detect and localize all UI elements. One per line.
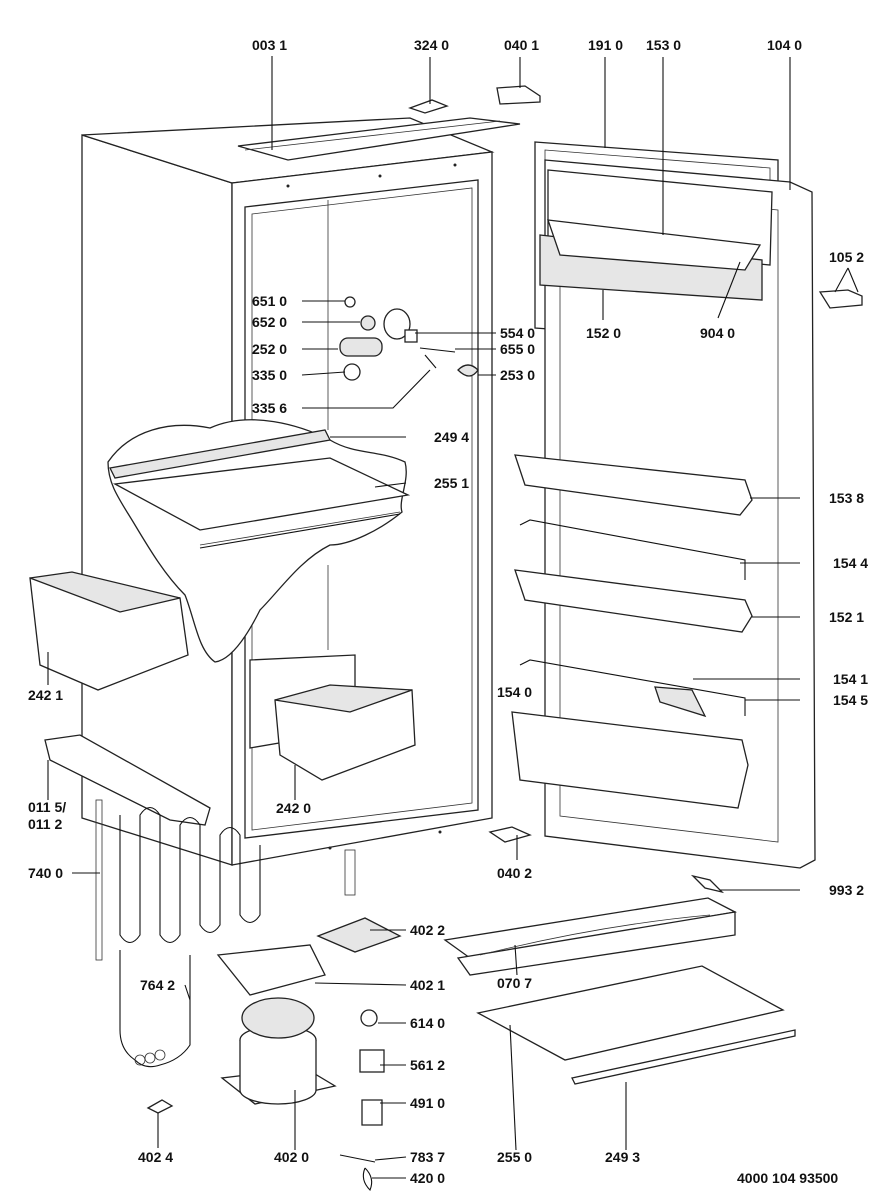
part-label-252-0: 252 0 [252,341,287,357]
electrical-components [146,874,725,1191]
part-label-153-8: 153 8 [829,490,864,506]
part-label-554-0: 554 0 [500,325,535,341]
part-label-242-1: 242 1 [28,687,63,703]
part-label-420-0: 420 0 [410,1170,445,1186]
part-label-335-6: 335 6 [252,400,287,416]
part-label-249-4: 249 4 [434,429,469,445]
part-label-255-0: 255 0 [497,1149,532,1165]
part-label-154-5: 154 5 [833,692,868,708]
door-drawing [511,141,816,869]
part-label-491-0: 491 0 [410,1095,445,1111]
part-label-040-1: 040 1 [504,37,539,53]
part-label-335-0: 335 0 [252,367,287,383]
kick-plate-rail [44,734,211,826]
part-label-255-1: 255 1 [434,475,469,491]
part-label-614-0: 614 0 [410,1015,445,1031]
door-hinge [818,289,863,309]
part-label-402-2: 402 2 [410,922,445,938]
part-label-764-2: 764 2 [140,977,175,993]
part-label-783-7: 783 7 [410,1149,445,1165]
part-label-652-0: 652 0 [252,314,287,330]
thermostat-parts [339,296,479,381]
part-label-324-0: 324 0 [414,37,449,53]
part-label-655-0: 655 0 [500,341,535,357]
part-label-105-2: 105 2 [829,249,864,265]
part-label-249-3: 249 3 [605,1149,640,1165]
part-label-740-0: 740 0 [28,865,63,881]
part-label-651-0: 651 0 [252,293,287,309]
part-label-153-0: 153 0 [646,37,681,53]
part-label-152-1: 152 1 [829,609,864,625]
part-label-253-0: 253 0 [500,367,535,383]
part-label-011-5: 011 5/ [28,799,66,815]
compressor [216,944,337,1105]
part-label-040-2: 040 2 [497,865,532,881]
part-label-402-4: 402 4 [138,1149,173,1165]
part-label-070-7: 070 7 [497,975,532,991]
part-label-993-2: 993 2 [829,882,864,898]
part-label-904-0: 904 0 [700,325,735,341]
part-number-labels: 003 1 324 0 040 1 191 0 153 0 104 0 105 … [28,37,868,1186]
part-label-191-0: 191 0 [588,37,623,53]
part-label-402-1: 402 1 [410,977,445,993]
part-label-402-0: 402 0 [274,1149,309,1165]
part-label-242-0: 242 0 [276,800,311,816]
part-label-154-4: 154 4 [833,555,868,571]
part-label-154-1: 154 1 [833,671,868,687]
part-label-152-0: 152 0 [586,325,621,341]
glass-shelf-lower [476,965,796,1085]
base-grille [443,897,738,976]
glass-shelf-upper [109,429,411,549]
part-label-011-2: 011 2 [28,816,62,832]
crisper-drawer-right [249,654,416,781]
part-label-104-0: 104 0 [767,37,802,53]
part-label-561-2: 561 2 [410,1057,445,1073]
part-label-003-1: 003 1 [252,37,287,53]
condenser-coil [95,799,356,961]
capillary-tube [119,950,191,1068]
crisper-drawer-left [29,571,189,691]
leader-lines [47,56,859,1179]
part-label-154-0: 154 0 [497,684,532,700]
drawing-number: 4000 104 93500 [737,1170,838,1186]
